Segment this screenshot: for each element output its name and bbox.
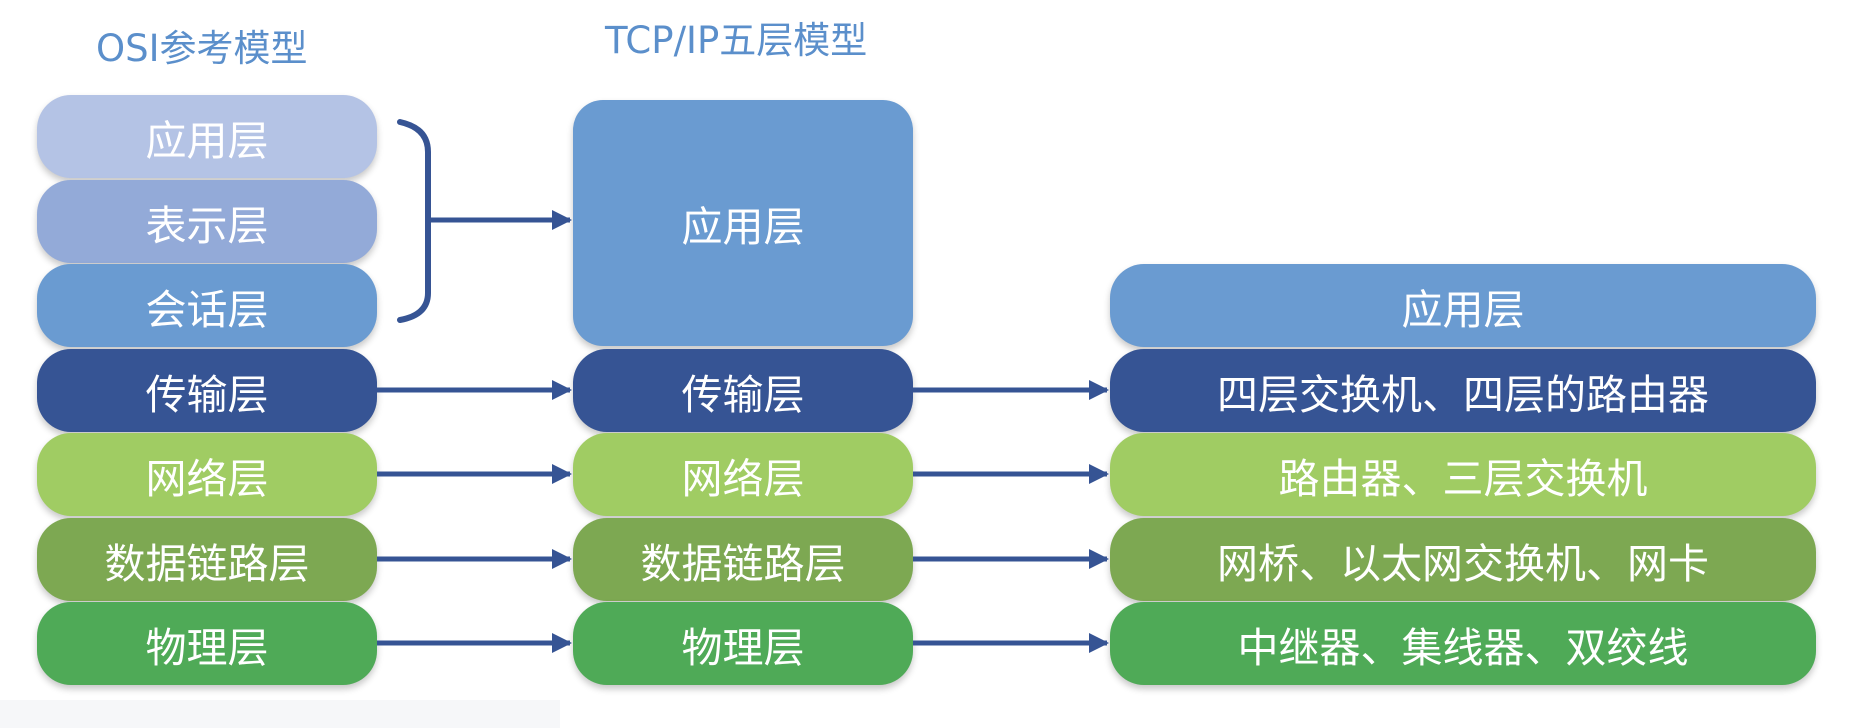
background-strip — [0, 700, 560, 728]
device-network-layer: 路由器、三层交换机 — [1110, 433, 1816, 516]
upper-layers-brace — [397, 119, 431, 323]
device-application-layer: 应用层 — [1110, 264, 1816, 347]
osi-transport-layer: 传输层 — [37, 349, 377, 432]
tcpip-model-title: TCP/IP五层模型 — [605, 19, 868, 62]
device-physical-layer: 中继器、集线器、双绞线 — [1110, 602, 1816, 685]
tcpip-transport-layer: 传输层 — [573, 349, 913, 432]
tcpip-application-layer: 应用层 — [573, 100, 913, 346]
device-datalink-layer: 网桥、以太网交换机、网卡 — [1110, 518, 1816, 601]
osi-model-title: OSI参考模型 — [96, 27, 308, 70]
osi-network-layer: 网络层 — [37, 433, 377, 516]
osi-session-layer: 会话层 — [37, 264, 377, 347]
osi-application-layer: 应用层 — [37, 95, 377, 178]
tcpip-datalink-layer: 数据链路层 — [573, 518, 913, 601]
device-transport-layer: 四层交换机、四层的路由器 — [1110, 349, 1816, 432]
tcpip-physical-layer: 物理层 — [573, 602, 913, 685]
osi-presentation-layer: 表示层 — [37, 180, 377, 263]
osi-datalink-layer: 数据链路层 — [37, 518, 377, 601]
osi-physical-layer: 物理层 — [37, 602, 377, 685]
tcpip-network-layer: 网络层 — [573, 433, 913, 516]
